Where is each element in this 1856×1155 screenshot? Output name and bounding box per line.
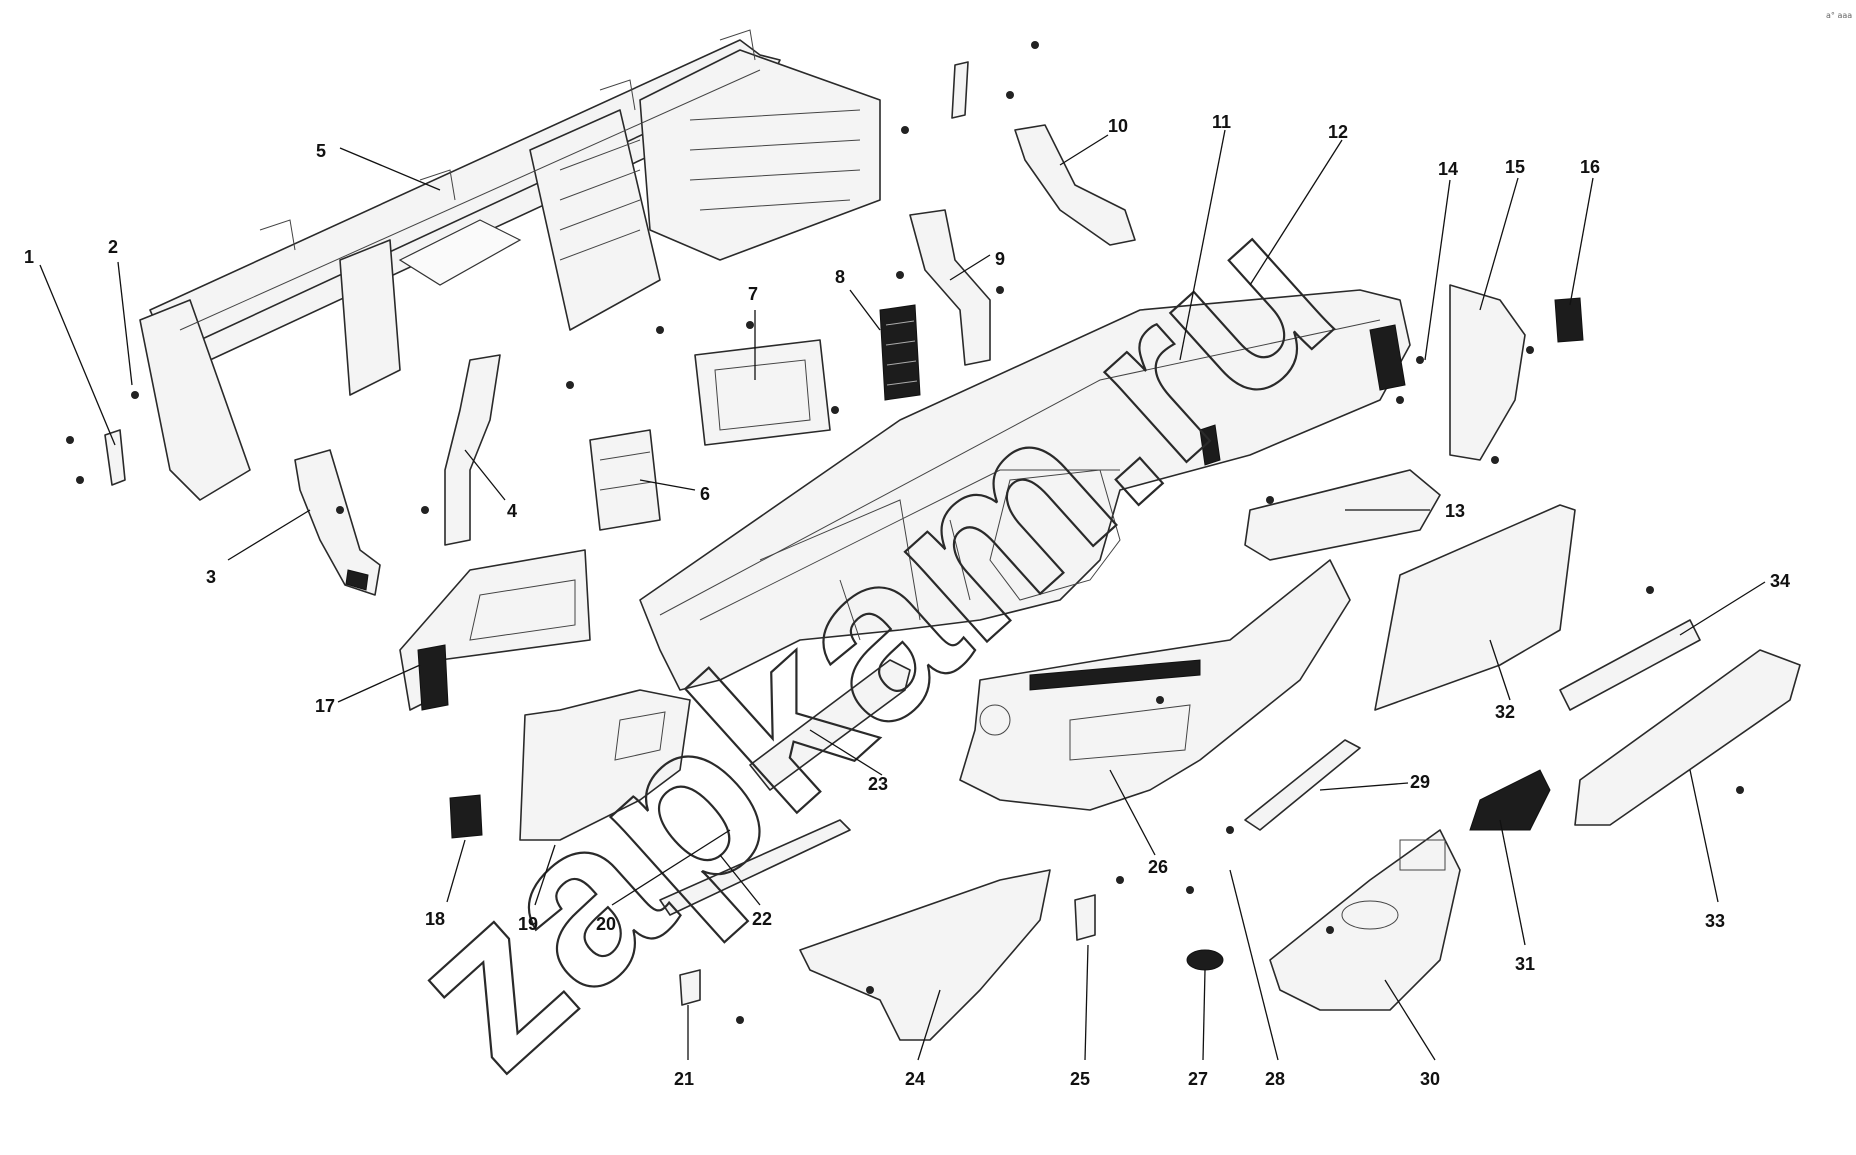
part-3-air-duct (294, 449, 381, 596)
callout-25: 25 (1070, 1069, 1090, 1089)
callout-8: 8 (835, 267, 845, 287)
callout-34: 34 (1770, 571, 1790, 591)
part-30-console-storage (1269, 829, 1461, 1011)
callout-9: 9 (995, 249, 1005, 269)
part-18-vent (449, 794, 483, 839)
part-15-side-panel (1449, 284, 1526, 461)
callout-32: 32 (1495, 702, 1515, 722)
part-1-bracket (104, 429, 126, 486)
corner-mark: a° aaa (1826, 11, 1852, 20)
part-8-vent (879, 304, 921, 401)
part-7-frame (694, 339, 831, 446)
part-21-clip (679, 969, 701, 1006)
part-23-bracket (749, 659, 911, 791)
part-16-switch (1554, 297, 1584, 343)
part-27-cap (1186, 949, 1224, 971)
part-25-clip (1074, 894, 1096, 941)
callout-28: 28 (1265, 1069, 1285, 1089)
part-bracket-top (951, 61, 969, 119)
part-5-cross-car-beam (139, 29, 881, 501)
callout-20: 20 (596, 914, 616, 934)
callout-12: 12 (1328, 122, 1348, 142)
part-9-air-duct (909, 209, 991, 366)
part-22-bracket (659, 819, 851, 916)
part-19-side-trim (519, 689, 691, 841)
callout-1: 1 (24, 247, 34, 267)
callout-23: 23 (868, 774, 888, 794)
leader-lines (39, 129, 1766, 1061)
part-24-lower-trim (799, 869, 1051, 1041)
callout-13: 13 (1445, 501, 1465, 521)
callout-30: 30 (1420, 1069, 1440, 1089)
part-10-air-duct (1014, 124, 1136, 246)
callout-27: 27 (1188, 1069, 1208, 1089)
part-13-module (1244, 469, 1441, 561)
callout-labels: 1 2 3 4 5 6 7 8 9 10 11 12 13 14 15 16 1… (24, 112, 1790, 1089)
callout-4: 4 (507, 501, 517, 521)
callout-6: 6 (700, 484, 710, 504)
part-17-cluster-bezel (399, 549, 591, 711)
callout-31: 31 (1515, 954, 1535, 974)
callout-24: 24 (905, 1069, 925, 1089)
callout-7: 7 (748, 284, 758, 304)
callout-11: 11 (1212, 112, 1231, 132)
callout-26: 26 (1148, 857, 1168, 877)
part-26-center-lower-panel (959, 559, 1351, 811)
part-34-bracket (1559, 619, 1701, 711)
callout-21: 21 (674, 1069, 694, 1089)
callout-16: 16 (1580, 157, 1600, 177)
callout-29: 29 (1410, 772, 1430, 792)
part-6-bracket (589, 429, 661, 531)
callout-2: 2 (108, 237, 118, 257)
part-31-mat (1469, 769, 1551, 831)
callout-22: 22 (752, 909, 772, 929)
callout-17: 17 (315, 696, 335, 716)
part-33-glovebox-bracket (1574, 649, 1801, 826)
callout-15: 15 (1505, 157, 1525, 177)
part-29-bracket (1244, 739, 1361, 831)
fasteners (66, 41, 1744, 1024)
part-32-glovebox-lid (1374, 504, 1576, 711)
callout-3: 3 (206, 567, 216, 587)
callout-5: 5 (316, 141, 326, 161)
callout-14: 14 (1438, 159, 1458, 179)
callout-18: 18 (425, 909, 445, 929)
callout-19: 19 (518, 914, 538, 934)
callout-33: 33 (1705, 911, 1725, 931)
part-4-air-duct (444, 354, 501, 546)
callout-10: 10 (1108, 116, 1128, 136)
part-11-dashboard-panel (639, 289, 1411, 691)
